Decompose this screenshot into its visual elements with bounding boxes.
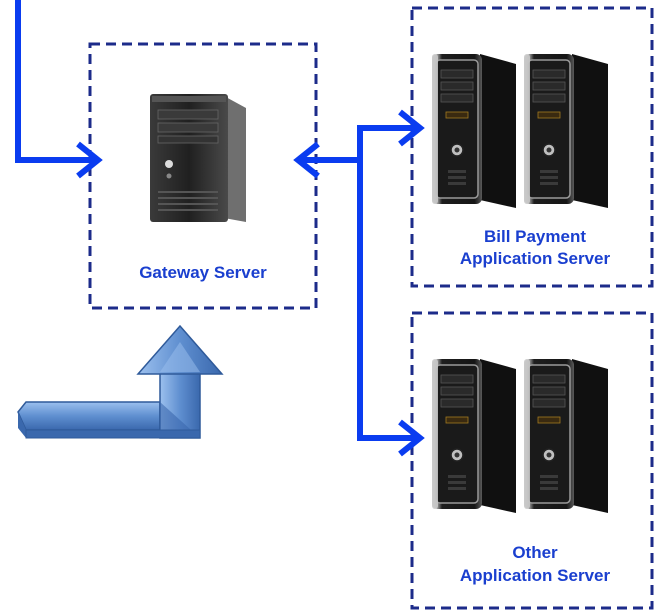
bidirectional-connector-arrow (293, 141, 362, 179)
other-label-line1: Other (512, 543, 558, 562)
other-app-box (410, 311, 654, 610)
bill-payment-box (410, 6, 654, 288)
incoming-connector-arrow (15, 0, 103, 179)
bill-payment-label-line1: Bill Payment (484, 227, 586, 246)
bill-payment-server-icon (431, 53, 609, 209)
other-label-line2: Application Server (460, 566, 611, 585)
gateway-server-icon (150, 94, 246, 222)
branch-connector (357, 109, 425, 457)
other-app-server-icon (431, 358, 609, 514)
bent-arrow-icon (17, 324, 224, 439)
bill-payment-label-line2: Application Server (460, 249, 611, 268)
gateway-server-label: Gateway Server (139, 263, 267, 282)
